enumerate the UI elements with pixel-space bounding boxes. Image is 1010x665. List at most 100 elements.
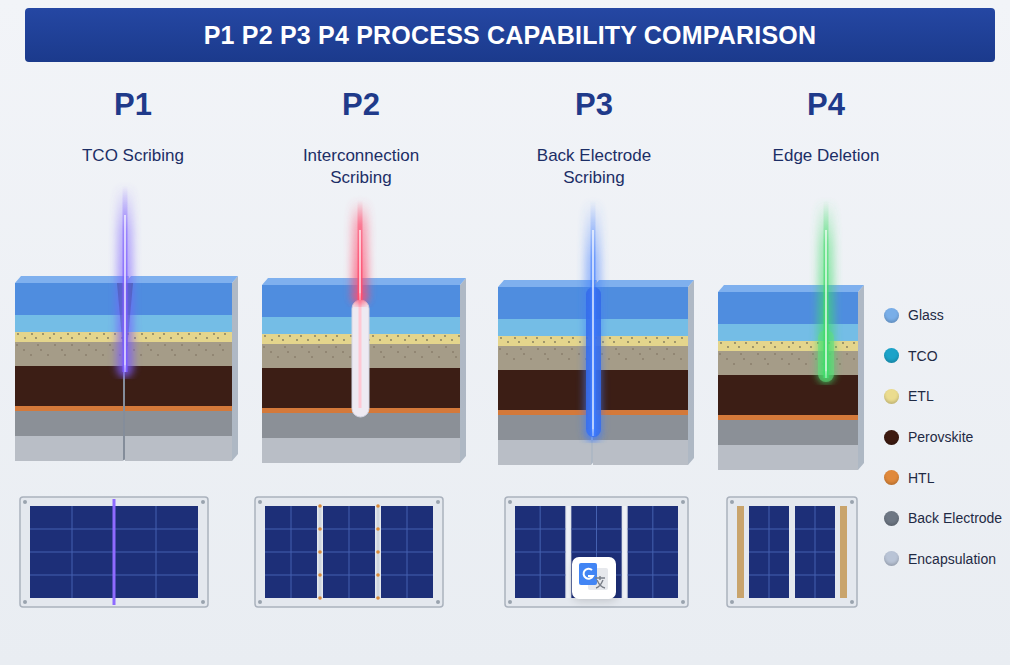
- cell-grid: [795, 529, 835, 530]
- frame-screw: [730, 600, 734, 604]
- texture-dot: [102, 354, 104, 356]
- texture-dot: [431, 351, 433, 353]
- layer: [262, 438, 460, 463]
- cell-grid: [795, 575, 835, 576]
- texture-dot: [798, 358, 800, 360]
- texture-dot: [188, 349, 190, 351]
- cell-grid: [749, 552, 789, 553]
- module-frame: [20, 497, 208, 607]
- texture-dot: [71, 337, 73, 339]
- texture-dot: [638, 341, 640, 343]
- layer: [593, 336, 688, 346]
- texture-dot: [645, 337, 647, 339]
- laser-beam: [352, 200, 368, 305]
- texture-dot: [544, 353, 546, 355]
- layer: [125, 411, 232, 436]
- layer: [718, 341, 858, 351]
- frame-screw: [850, 600, 854, 604]
- scribe-gap: [377, 506, 380, 598]
- texture-dot: [674, 341, 676, 343]
- texture-dot: [318, 339, 320, 341]
- stack-side: [232, 276, 238, 461]
- texture-dot: [568, 341, 570, 343]
- texture-dot: [287, 351, 289, 353]
- legend-swatch: [884, 308, 899, 323]
- texture-dot: [78, 349, 80, 351]
- texture-dot: [757, 353, 759, 355]
- texture-dot: [642, 358, 644, 360]
- beam-glow: [585, 200, 601, 436]
- layer: [593, 440, 688, 465]
- cell-grid: [749, 575, 789, 576]
- beam-spot: [588, 431, 598, 441]
- texture-dot: [159, 337, 161, 339]
- texture-dot: [720, 342, 722, 344]
- texture-dot: [506, 353, 508, 355]
- texture-dot: [199, 333, 201, 335]
- frame-screw: [23, 600, 27, 604]
- module-frame: [505, 497, 688, 607]
- title-text: P1 P2 P3 P4 PROCESS CAPABILITY COMPARISO…: [204, 21, 817, 50]
- layer: [15, 332, 123, 342]
- layer: [718, 324, 858, 341]
- texture-dot: [296, 339, 298, 341]
- module-frame: [727, 497, 857, 607]
- texture-dot: [213, 333, 215, 335]
- texture-dot: [810, 346, 812, 348]
- icon-front: [579, 563, 597, 585]
- texture-dot: [806, 342, 808, 344]
- layer: [498, 415, 591, 440]
- texture-dot: [318, 346, 320, 348]
- texture-dot: [300, 335, 302, 337]
- beam-glow: [818, 200, 834, 378]
- texture-dot: [499, 348, 501, 350]
- texture-dot: [24, 337, 26, 339]
- texture-dot: [325, 351, 327, 353]
- scribe-dot: [376, 573, 380, 577]
- texture-dot: [264, 335, 266, 337]
- cell-grid: [265, 552, 317, 553]
- scribe-gap: [623, 506, 626, 598]
- texture-dot: [152, 333, 154, 335]
- texture-dot: [561, 353, 563, 355]
- layer: [15, 283, 123, 315]
- layer-stack: [262, 278, 466, 463]
- texture-dot: [17, 333, 19, 335]
- legend-text: TCO: [908, 348, 938, 364]
- texture-dot: [134, 337, 136, 339]
- frame-screw: [681, 500, 685, 504]
- scribe-dot: [318, 550, 322, 554]
- texture-dot: [308, 351, 310, 353]
- texture-dot: [42, 333, 44, 335]
- legend-text: Glass: [908, 307, 944, 323]
- cell-grid: [323, 575, 375, 576]
- module-frame: [255, 497, 443, 607]
- texture-dot: [649, 348, 651, 350]
- beam-glow: [352, 200, 368, 300]
- stack-top: [125, 276, 238, 283]
- texture-dot: [271, 339, 273, 341]
- texture-dot: [95, 349, 97, 351]
- icon-glyph: [595, 576, 605, 588]
- texture-dot: [572, 337, 574, 339]
- beam-center: [359, 230, 361, 300]
- icon-bg: [572, 557, 616, 599]
- legend-swatch: [884, 511, 899, 526]
- texture-dot: [613, 341, 615, 343]
- legend-swatch: [884, 551, 899, 566]
- texture-dot: [157, 354, 159, 356]
- frame-screw: [730, 500, 734, 504]
- cell-grid: [323, 529, 375, 530]
- layer: [498, 287, 591, 319]
- texture-dot: [47, 354, 49, 356]
- texture-dot: [404, 339, 406, 341]
- texture-dot: [764, 358, 766, 360]
- texture-dot: [792, 342, 794, 344]
- texture-dot: [554, 348, 556, 350]
- texture-dot: [54, 344, 56, 346]
- layer: [718, 375, 858, 415]
- texture-dot: [31, 333, 33, 335]
- texture-dot: [625, 358, 627, 360]
- cell-panel: [515, 506, 565, 598]
- frame-screw: [201, 500, 205, 504]
